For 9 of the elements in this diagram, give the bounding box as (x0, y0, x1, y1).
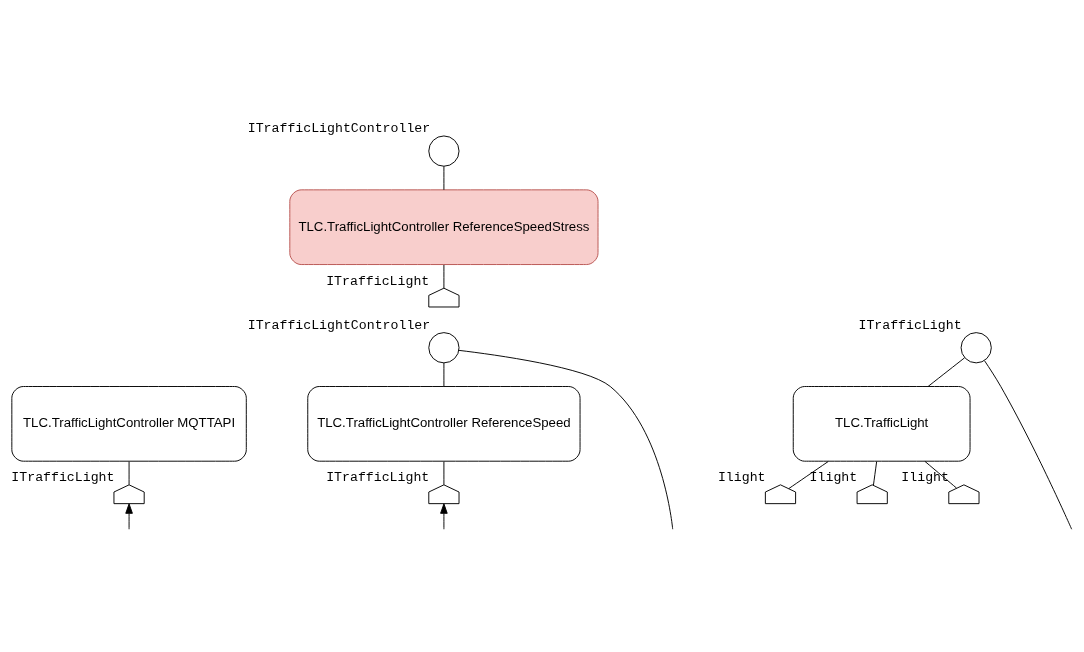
node-label: ITrafficLight (11, 470, 115, 486)
node-label: ITrafficLight (326, 470, 430, 486)
node-label: Ilight (809, 470, 858, 486)
node-label: ITrafficLightController (247, 121, 431, 137)
node-label: Ilight (901, 470, 949, 486)
node-label: ITrafficLightController (247, 318, 431, 334)
node-label: ITrafficLight (858, 318, 962, 334)
node-label: ITrafficLight (326, 273, 430, 289)
node-label: Ilight (717, 470, 766, 486)
